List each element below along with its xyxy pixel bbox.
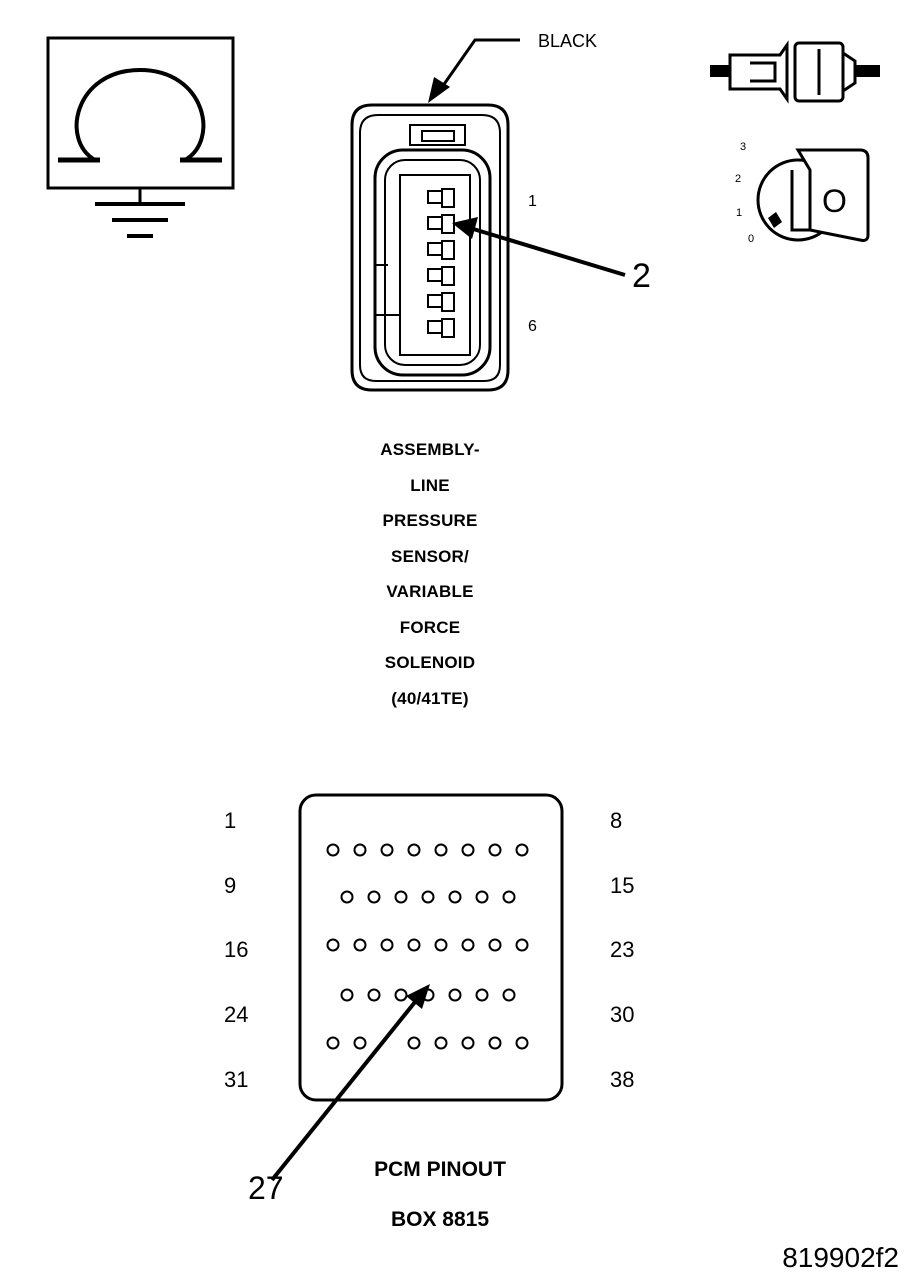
- ohmmeter-icon: [46, 36, 235, 238]
- connector-diagram: BLACK 1 6 2: [350, 31, 651, 392]
- pin-hole: [461, 843, 475, 857]
- pin-hole: [367, 988, 381, 1002]
- pin-hole: [326, 1036, 340, 1050]
- pcm-row-label-right: 15: [610, 873, 635, 898]
- pcm-row-label-left: 1: [224, 808, 237, 833]
- pcm-row-label-left: 16: [224, 937, 249, 962]
- pin-hole: [515, 843, 529, 857]
- pin-hole: [367, 890, 381, 904]
- pin-hole: [394, 890, 408, 904]
- pcm-title: PCM PINOUT: [374, 1158, 506, 1181]
- pin-hole: [326, 843, 340, 857]
- pin-hole: [407, 843, 421, 857]
- pin-hole: [380, 843, 394, 857]
- pin-hole: [434, 843, 448, 857]
- wire-color-label: BLACK: [538, 31, 597, 51]
- ignition-key-icon: 3 2 1 0 O: [735, 141, 870, 245]
- ignition-pos-1: 1: [736, 207, 742, 219]
- pin-hole: [407, 938, 421, 952]
- pin-hole: [394, 988, 408, 1002]
- pin-last-label: 6: [528, 318, 537, 335]
- pcm-row-label-right: 23: [610, 937, 635, 962]
- pin-hole: [340, 890, 354, 904]
- pin-first-label: 1: [528, 193, 537, 210]
- pin-hole: [380, 938, 394, 952]
- ignition-pos-2: 2: [735, 173, 741, 185]
- pcm-pinout-box: [270, 793, 564, 1182]
- pcm-row-label-right: 30: [610, 1002, 635, 1027]
- pin-hole: [434, 938, 448, 952]
- connector-caption: ASSEMBLY- LINE PRESSURE SENSOR/ VARIABLE…: [300, 432, 560, 716]
- pin-hole: [461, 1036, 475, 1050]
- pin-hole: [353, 1036, 367, 1050]
- pin-holes: [326, 843, 529, 1050]
- pin-hole: [340, 988, 354, 1002]
- caption-line: SENSOR/: [391, 546, 469, 566]
- pin-hole: [461, 938, 475, 952]
- pin-hole: [407, 1036, 421, 1050]
- ignition-pos-0: 0: [748, 233, 754, 245]
- pin-hole: [488, 938, 502, 952]
- pin-hole: [475, 890, 489, 904]
- pin-hole: [448, 890, 462, 904]
- caption-line: (40/41TE): [391, 688, 469, 708]
- pin-hole: [475, 988, 489, 1002]
- pin-hole: [488, 843, 502, 857]
- pin-hole: [488, 1036, 502, 1050]
- caption-line: LINE: [410, 475, 450, 495]
- pin-hole: [353, 938, 367, 952]
- pin-hole: [502, 988, 516, 1002]
- pin-hole: [448, 988, 462, 1002]
- pin-callout-label: 2: [632, 257, 651, 295]
- pin-hole: [434, 1036, 448, 1050]
- pin-hole: [421, 890, 435, 904]
- pin-hole: [502, 890, 516, 904]
- caption-line: PRESSURE: [382, 511, 478, 530]
- pin-hole: [326, 938, 340, 952]
- caption-line: VARIABLE: [386, 582, 474, 601]
- pcm-subtitle: BOX 8815: [390, 1208, 490, 1231]
- key-label: O: [822, 183, 847, 219]
- pin-hole: [515, 938, 529, 952]
- pcm-row-label-right: 8: [610, 808, 623, 833]
- connector-plug-icon: [710, 40, 880, 104]
- caption-line: FORCE: [399, 617, 461, 637]
- pin-hole: [353, 843, 367, 857]
- ignition-pos-3: 3: [740, 141, 746, 153]
- pcm-callout-label: 27: [248, 1170, 284, 1206]
- pin-hole: [515, 1036, 529, 1050]
- pcm-row-label-right: 38: [610, 1067, 635, 1092]
- pcm-row-label-left: 9: [224, 873, 237, 898]
- caption-line: SOLENOID: [384, 653, 476, 672]
- pcm-row-label-left: 24: [224, 1002, 249, 1027]
- caption-line: ASSEMBLY-: [380, 440, 480, 459]
- pcm-row-label-left: 31: [224, 1067, 249, 1092]
- figure-id: 819902f2: [782, 1242, 899, 1273]
